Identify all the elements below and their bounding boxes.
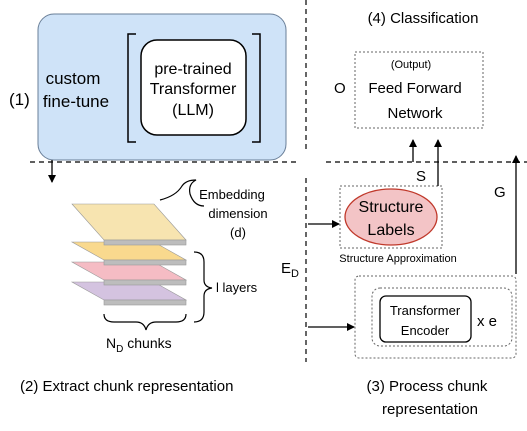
- encoder-repeat: x e: [477, 313, 497, 330]
- ffn-line-2: Network: [387, 105, 443, 122]
- output-label: (Output): [391, 59, 431, 71]
- ed-sub: D: [291, 268, 299, 280]
- fine-tune-label: fine-tune: [43, 92, 109, 111]
- layer-stack: [70, 203, 188, 306]
- custom-label: custom: [46, 69, 101, 88]
- layer-edge-1: [103, 239, 187, 246]
- structure-line-1: Structure: [359, 199, 424, 216]
- chunks-label: ND chunks: [106, 335, 172, 355]
- encoder-inner-box: [371, 287, 513, 347]
- chunks-rest: chunks: [123, 335, 171, 351]
- structure-caption: Structure Approximation: [339, 253, 456, 265]
- structure-line-2: Labels: [367, 222, 414, 239]
- encoder-outer-box: [354, 275, 517, 359]
- llm-box: [140, 39, 247, 136]
- chunks-sub: D: [116, 344, 123, 355]
- embedding-brace: [159, 179, 205, 207]
- structure-labels-ellipse: [344, 188, 438, 246]
- structure-approx-box: [339, 185, 443, 249]
- s-label: S: [416, 168, 426, 185]
- layers-brace: [193, 251, 213, 323]
- layer-edge-3: [103, 279, 187, 286]
- layer-edge-2: [103, 259, 187, 266]
- g-label: G: [494, 184, 506, 201]
- embedding-line-3: (d): [230, 225, 246, 240]
- chunks-brace: [103, 313, 187, 331]
- encoder-line-1: Transformer: [390, 303, 461, 318]
- encoder-line-2: Encoder: [401, 323, 450, 338]
- layer-edge-4: [103, 299, 187, 306]
- llm-line-1: pre-trained: [154, 61, 231, 78]
- stage1-number: (1): [9, 90, 30, 109]
- stage3-caption-line-1: (3) Process chunk: [367, 378, 488, 395]
- embedding-line-2: dimension: [208, 206, 267, 221]
- ffn-box: [354, 51, 484, 129]
- encoder-box: [379, 295, 472, 343]
- o-label: O: [334, 80, 346, 97]
- chunks-base: N: [106, 335, 116, 351]
- ffn-line-1: Feed Forward: [368, 80, 461, 97]
- stage3-caption-line-2: representation: [382, 401, 478, 418]
- layer-slab-1: [71, 203, 187, 241]
- ed-base: E: [281, 260, 291, 277]
- right-bracket: [252, 33, 261, 143]
- ed-label: ED: [281, 260, 299, 280]
- llm-line-3: (LLM): [172, 102, 214, 119]
- stage2-caption: (2) Extract chunk representation: [20, 378, 233, 395]
- stage4-title: (4) Classification: [368, 10, 479, 27]
- left-bracket: [127, 33, 136, 143]
- llm-line-2: Transformer: [150, 81, 237, 98]
- embedding-line-1: Embedding: [199, 187, 265, 202]
- layers-label: l layers: [216, 280, 258, 295]
